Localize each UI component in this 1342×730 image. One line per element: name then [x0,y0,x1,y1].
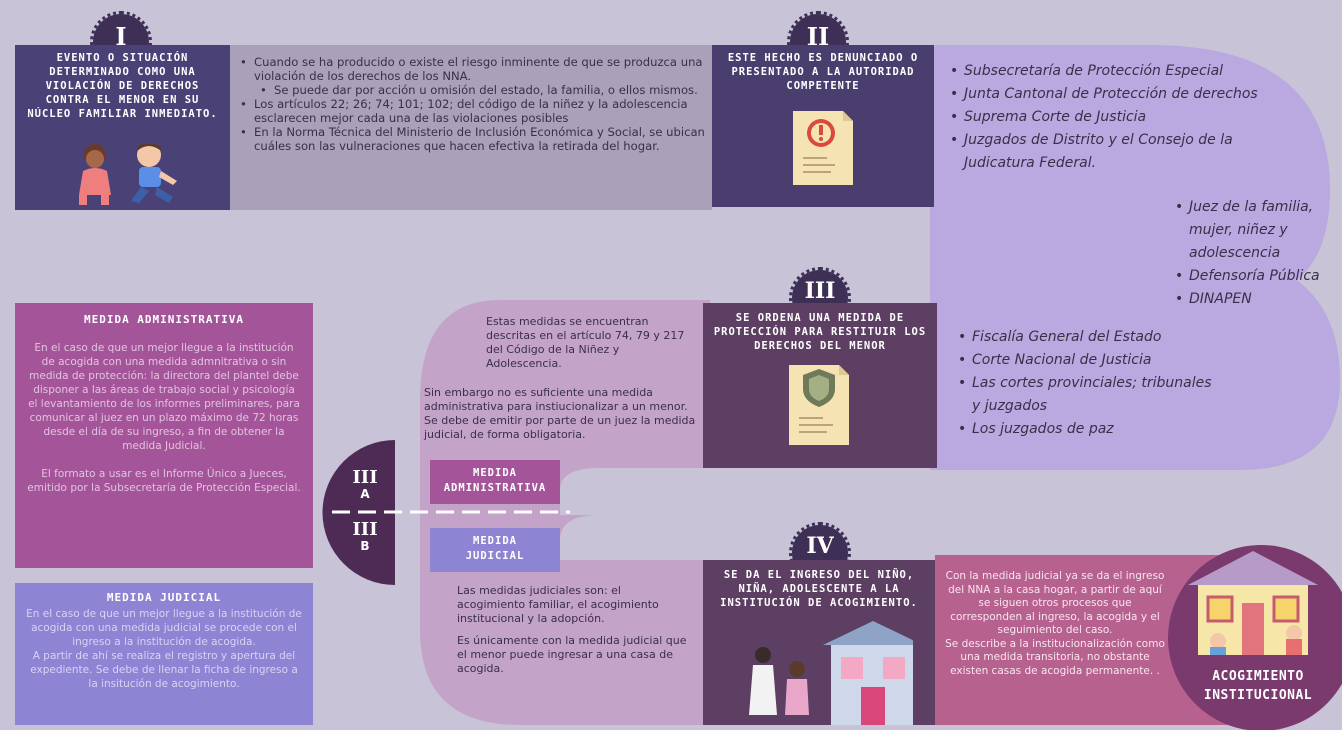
judicial-only-text: Es únicamente con la medida judicial que… [457,634,687,675]
step2-numeral: II [806,22,830,51]
step1-sub-bullet: Se puede dar por acción u omisión del es… [260,83,710,97]
authority-item: Las cortes provinciales; tribunales y ju… [958,372,1218,418]
step1-bullet: En la Norma Técnica del Ministerio de In… [240,125,710,153]
step3-box: SE ORDENA UNA MEDIDA DE PROTECCIÓN PARA … [703,303,937,468]
step4-box: SE DA EL INGRESO DEL NIÑO, NIÑA, ADOLESC… [703,560,935,725]
final-circle: ACOGIMIENTO INSTITUCIONAL [1168,545,1342,730]
step3-authorities: Fiscalía General del Estado Corte Nacion… [958,326,1218,441]
step3-title: SE ORDENA UNA MEDIDA DE PROTECCIÓN PARA … [713,312,927,352]
judicial-measures-text: Las medidas judiciales son: el acogimien… [457,584,659,625]
step1-title: EVENTO O SITUACIÓN DETERMINADO COMO UNA … [27,52,218,120]
step4-p2: Se describe a la institucionalización co… [945,637,1165,677]
step3-note-judicial: Sin embargo no es suficiente una medida … [424,386,696,441]
step1-box: EVENTO O SITUACIÓN DETERMINADO COMO UNA … [15,45,230,210]
step2-authorities-more: Juez de la familia, mujer, niñez y adole… [1175,196,1335,311]
authority-item: Defensoría Pública [1175,265,1335,288]
branch-b-numeral: III B [345,519,385,554]
admin-box-p2: El formato a usar es el Informe Único a … [27,468,301,494]
admin-box: MEDIDA ADMINISTRATIVA En el caso de que … [15,303,313,568]
shield-document-icon [789,365,849,445]
judicial-box-p1: En el caso de que un mejor llegue a la i… [26,608,302,648]
final-label: ACOGIMIENTO INSTITUCIONAL [1203,669,1313,703]
step1-numeral: I [115,22,127,51]
branch-a-letter: A [360,487,370,501]
authority-item: Suprema Corte de Justicia [950,106,1270,129]
step1-bullet: Los artículos 22; 26; 74; 101; 102; del … [240,97,710,125]
branch-a-label: MEDIDA ADMINISTRATIVA [430,460,560,504]
step1-notes: Cuando se ha producido o existe el riesg… [240,55,710,153]
branch-b-roman: III [352,519,378,540]
branch-a-roman: III [352,467,378,488]
authority-item: Los juzgados de paz [958,418,1218,441]
judicial-box-p2: A partir de ahí se realiza el registro y… [30,650,298,690]
authority-item: Junta Cantonal de Protección de derechos [950,83,1270,106]
admin-box-title: MEDIDA ADMINISTRATIVA [83,313,245,326]
judicial-box-title: MEDIDA JUDICIAL [106,591,222,604]
children-illustration [79,143,177,205]
step4-numeral: IV [806,533,834,559]
branch-b-label: MEDIDA JUDICIAL [430,528,560,572]
step4-text: Con la medida judicial ya se da el ingre… [942,570,1168,678]
branch-a-numeral: III A [345,467,385,502]
authority-item: Juez de la familia, mujer, niñez y adole… [1175,196,1335,265]
band-top-join [430,175,712,210]
authority-item: Subsecretaría de Protección Especial [950,60,1270,83]
branch-b-letter: B [360,539,370,553]
step3-numeral: III [804,278,836,304]
step1-bullet: Cuando se ha producido o existe el riesg… [240,55,710,83]
step3-note-articles: Estas medidas se encuentran descritas en… [486,315,685,370]
exclamation-document-icon [793,111,853,185]
authority-item: DINAPEN [1175,288,1335,311]
doctor-child-illustration [749,621,913,725]
house-icon [1188,551,1318,655]
judicial-box: MEDIDA JUDICIAL En el caso de que un mej… [15,583,313,725]
step2-box: ESTE HECHO ES DENUNCIADO O PRESENTADO A … [712,45,934,207]
step2-title: ESTE HECHO ES DENUNCIADO O PRESENTADO A … [727,52,919,92]
authority-item: Juzgados de Distrito y el Consejo de la … [950,129,1270,175]
step4-title: SE DA EL INGRESO DEL NIÑO, NIÑA, ADOLESC… [720,569,918,609]
step2-authorities: Subsecretaría de Protección Especial Jun… [950,60,1270,175]
authority-item: Corte Nacional de Justicia [958,349,1218,372]
authority-item: Fiscalía General del Estado [958,326,1218,349]
admin-box-p1: En el caso de que un mejor llegue a la i… [28,342,300,452]
step4-p1: Con la medida judicial ya se da el ingre… [945,570,1165,636]
